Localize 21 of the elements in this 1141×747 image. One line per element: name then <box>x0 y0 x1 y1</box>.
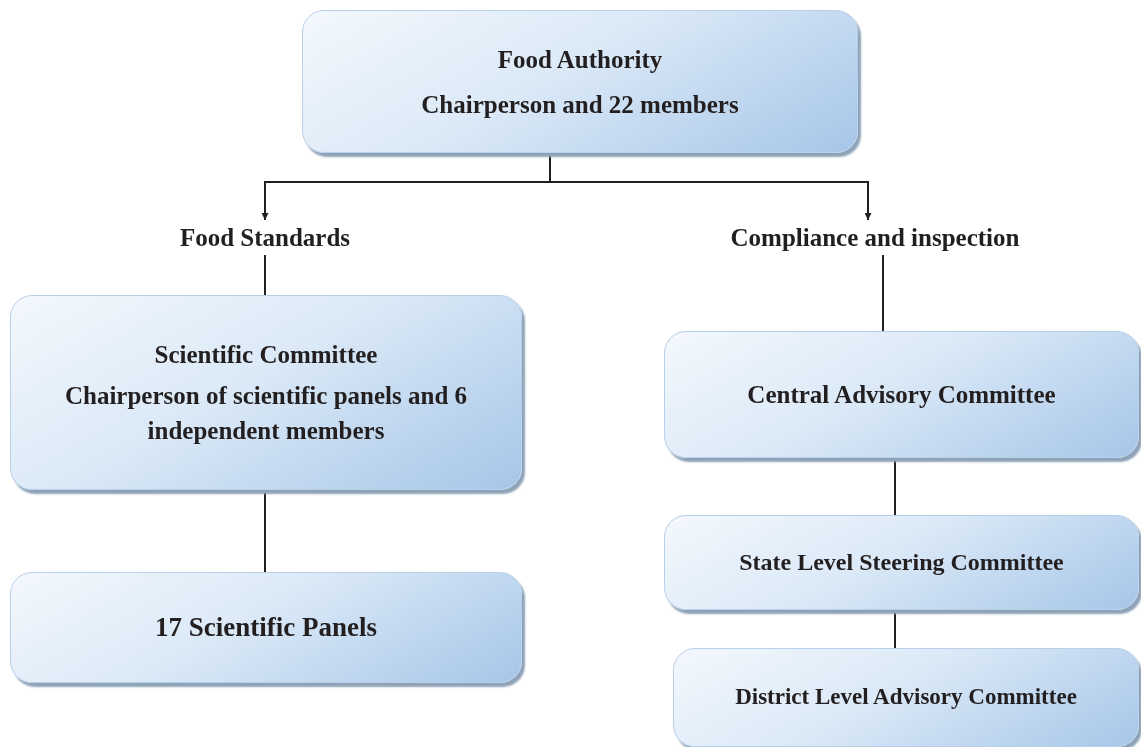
box-text: Central Advisory Committee <box>747 380 1056 410</box>
committee-box <box>673 648 1139 747</box>
connector-line <box>894 457 896 516</box>
connector-line <box>264 489 266 573</box>
connector-line <box>894 609 896 649</box>
box-text: District Level Advisory Committee <box>735 683 1077 712</box>
committee-box <box>302 10 858 153</box>
connector-line <box>264 254 266 296</box>
box-text: State Level Steering Committee <box>739 547 1064 577</box>
committee-box <box>664 515 1139 610</box>
box-text: Chairperson and 22 members <box>421 89 739 120</box>
branch-label: Food Standards <box>178 223 352 253</box>
branch-label: Compliance and inspection <box>729 223 1021 253</box>
box-text: Chairperson of scientific panels and 6 independent members <box>63 381 469 446</box>
committee-box <box>664 331 1139 458</box>
box-heading: Scientific Committee <box>154 340 378 370</box>
connector-line <box>882 254 884 332</box>
box-heading: Food Authority <box>497 44 663 75</box>
box-text: 17 Scientific Panels <box>155 610 377 644</box>
committee-box <box>10 295 522 490</box>
committee-box <box>10 572 522 683</box>
